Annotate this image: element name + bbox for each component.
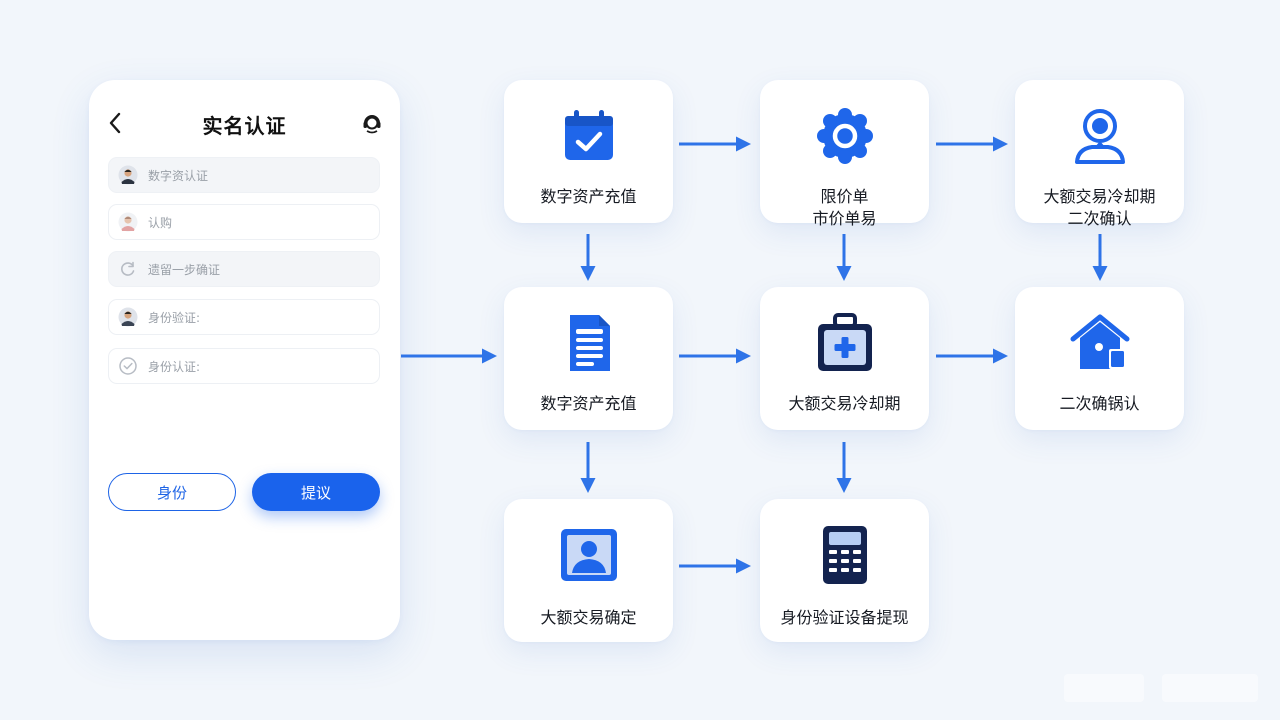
verification-panel: 实名认证 数字资认证 认购 遗留一步确证: [89, 80, 400, 640]
support-agent-icon[interactable]: [361, 111, 383, 135]
flow-node-n1[interactable]: 数字资产充值: [504, 80, 673, 223]
identity-auth-field[interactable]: 身份认证:: [108, 348, 380, 384]
house-lock-icon: [1068, 311, 1132, 375]
field-label: 认购: [148, 215, 173, 230]
panel-header: 实名认证: [89, 80, 400, 168]
node-label-line1: 大额交易冷却期: [1043, 187, 1156, 206]
flow-node-n4[interactable]: 数字资产充值: [504, 287, 673, 430]
submit-button[interactable]: 提议: [252, 473, 380, 511]
avatar-icon: [118, 212, 138, 232]
avatar-icon: [118, 165, 138, 185]
node-label-line1: 限价单: [820, 187, 869, 206]
avatar-icon: [118, 307, 138, 327]
id-card-icon: [557, 523, 621, 587]
node-label-line2: 二次确认: [1067, 209, 1132, 228]
calculator-icon: [813, 523, 877, 587]
node-label: 数字资产充值: [540, 394, 637, 413]
identity-verify-field[interactable]: 身份验证:: [108, 299, 380, 335]
field-label: 遗留一步确证: [148, 262, 221, 277]
medical-kit-icon: [813, 311, 877, 375]
last-step-confirm-field[interactable]: 遗留一步确证: [108, 251, 380, 287]
check-circle-icon: [119, 357, 137, 375]
flow-node-n6[interactable]: 二次确锅认: [1015, 287, 1184, 430]
node-label-line2: 市价单易: [812, 209, 877, 228]
flow-node-n5[interactable]: 大额交易冷却期: [760, 287, 929, 430]
node-label: 大额交易确定: [540, 608, 637, 627]
field-label: 身份认证:: [148, 359, 201, 374]
flow-node-n8[interactable]: 身份验证设备提现: [760, 499, 929, 642]
flow-node-n7[interactable]: 大额交易确定: [504, 499, 673, 642]
node-label: 身份验证设备提现: [780, 608, 909, 627]
user-pin-icon: [1068, 104, 1132, 168]
flow-node-n2[interactable]: 限价单 市价单易: [760, 80, 929, 228]
field-label: 数字资认证: [148, 168, 209, 183]
node-label: 二次确锅认: [1059, 394, 1140, 413]
digital-asset-auth-field[interactable]: 数字资认证: [108, 157, 380, 193]
identity-button[interactable]: 身份: [108, 473, 236, 511]
gear-circle-icon: [813, 104, 877, 168]
page-title: 实名认证: [202, 114, 287, 138]
field-label: 身份验证:: [148, 310, 201, 325]
watermark-logo: [1064, 674, 1258, 702]
subscribe-field[interactable]: 认购: [108, 204, 380, 240]
calendar-check-icon: [557, 104, 621, 168]
back-arrow-icon[interactable]: [105, 110, 125, 136]
node-label: 数字资产充值: [540, 187, 637, 206]
node-label: 大额交易冷却期: [788, 394, 901, 413]
flow-node-n3[interactable]: 大额交易冷却期 二次确认: [1015, 80, 1184, 228]
refresh-icon: [121, 261, 135, 276]
document-icon: [557, 311, 621, 375]
